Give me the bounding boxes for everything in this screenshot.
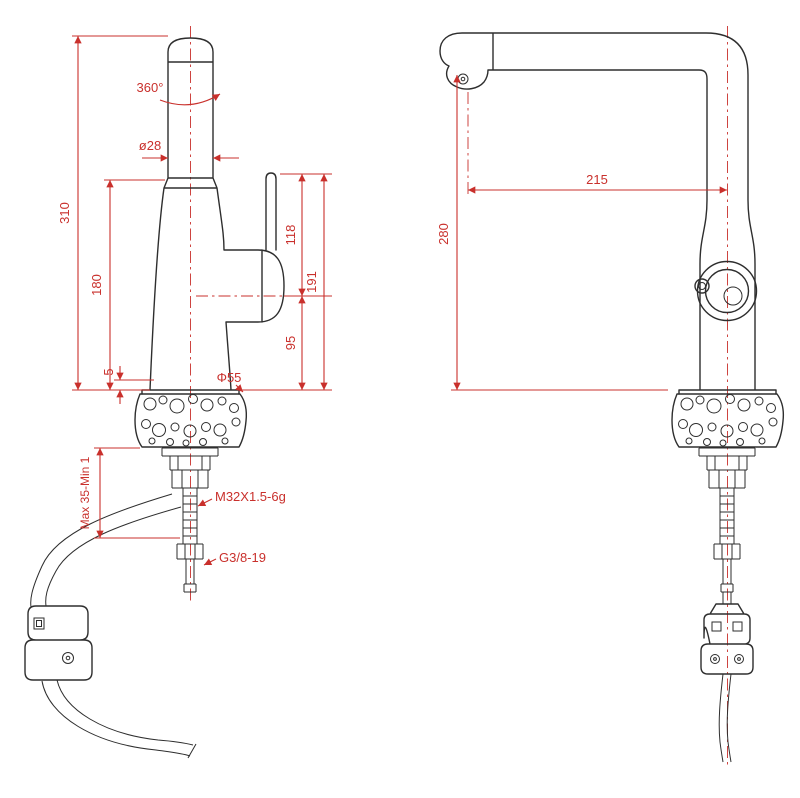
right-control-knob	[694, 260, 758, 322]
right-under-deck-assembly	[698, 447, 756, 593]
right-centerlines	[467, 26, 728, 766]
left-view: 360° ø28 310 180 118 191 95 5 Φ55 Max 35…	[24, 26, 332, 759]
left-faucet-outline	[141, 37, 285, 395]
leader-d55	[235, 384, 244, 393]
dim-spout-reach-label: 215	[586, 172, 608, 187]
dim-body-height-label: 180	[89, 274, 104, 296]
left-under-deck-assembly	[161, 447, 219, 593]
dim-total-height-label: 310	[57, 202, 72, 224]
dim-shank-thread-label: M32X1.5-6g	[215, 489, 286, 504]
left-hose-weight	[24, 605, 93, 681]
dim-handle-total-label: 191	[304, 271, 319, 293]
dim-cartridge-height-label: 95	[283, 336, 298, 350]
dim-spout-diameter-label: ø28	[139, 138, 161, 153]
right-faucet-outline	[439, 32, 777, 395]
right-hose	[718, 592, 732, 763]
right-hose-weight	[700, 603, 754, 675]
dim-deck-range-label: Max 35-Min 1	[78, 456, 92, 529]
dim-rotation-label: 360°	[137, 80, 164, 95]
aerator-icon	[457, 73, 469, 85]
left-extension-lines	[72, 35, 332, 539]
leader-m32	[197, 498, 213, 507]
dim-flange-lip-label: 5	[101, 368, 116, 375]
dim-handle-height-label: 118	[283, 225, 298, 246]
leader-g38	[203, 558, 217, 566]
dim-spout-height-label: 280	[436, 223, 451, 245]
dim-hose-thread-label: G3/8-19	[219, 550, 266, 565]
rotation-arc-arrow	[159, 93, 221, 106]
dim-base-diameter-label: Φ55	[217, 370, 242, 385]
left-hose	[30, 493, 197, 759]
left-centerlines	[190, 26, 284, 602]
right-view: 215 280	[436, 26, 785, 766]
